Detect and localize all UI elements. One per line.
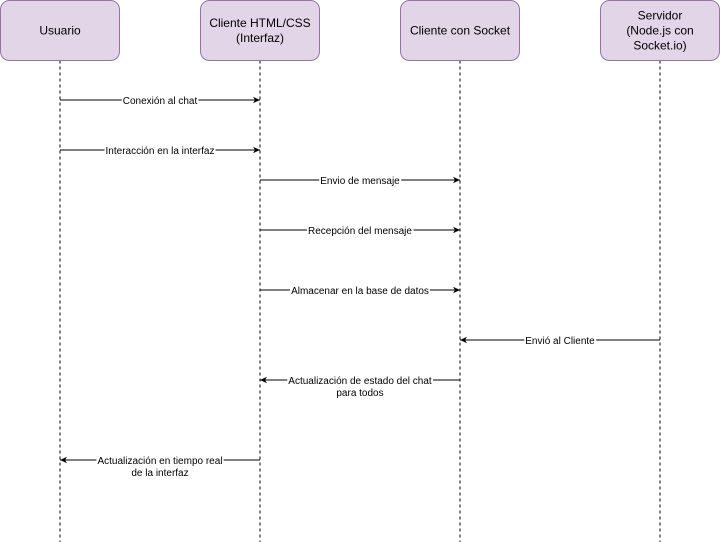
message-label-line: de la interfaz	[131, 468, 188, 479]
actor-cliente-html[interactable]: Cliente HTML/CSS(Interfaz)	[200, 0, 320, 61]
message-label: Almacenar en la base de datos	[290, 286, 430, 297]
message[interactable]: Recepción del mensaje	[260, 226, 460, 237]
message-label-bg	[319, 176, 402, 187]
actor-label: Usuario	[39, 24, 81, 38]
message-label-bg	[96, 456, 224, 479]
message-label-bg	[524, 336, 597, 347]
message-label-line: para todos	[336, 388, 383, 399]
actor-label: Cliente con Socket	[410, 24, 511, 38]
actor-cliente-socket[interactable]: Cliente con Socket	[400, 0, 520, 61]
actor-label: Socket.io)	[633, 39, 686, 53]
message-label-bg	[121, 96, 199, 107]
message[interactable]: Envió al Cliente	[460, 336, 660, 347]
message-label-line: Conexión al chat	[123, 96, 198, 107]
message-label: Envió al Cliente	[524, 336, 597, 347]
message-label-line: Actualización en tiempo real	[97, 456, 222, 467]
message-label-line: Actualización de estado del chat	[288, 376, 432, 387]
message-label: Recepción del mensaje	[307, 226, 414, 237]
message-label-bg	[307, 226, 414, 237]
message-label-bg	[104, 146, 216, 157]
message[interactable]: Almacenar en la base de datos	[260, 286, 460, 297]
message-label-line: Envio de mensaje	[320, 176, 400, 187]
actor-label: Servidor	[638, 9, 683, 23]
message-label-bg	[287, 376, 433, 399]
message[interactable]: Interacción en la interfaz	[60, 146, 260, 157]
message-label: Conexión al chat	[121, 96, 199, 107]
message[interactable]: Envio de mensaje	[260, 176, 460, 187]
actor-label: Cliente HTML/CSS	[209, 16, 310, 30]
message-label-line: Almacenar en la base de datos	[291, 286, 429, 297]
message-label: Envio de mensaje	[319, 176, 402, 187]
message-label-line: Recepción del mensaje	[308, 226, 412, 237]
actor-label: (Interfaz)	[236, 31, 284, 45]
message-label-line: Envió al Cliente	[525, 336, 595, 347]
message[interactable]: Conexión al chat	[60, 96, 260, 107]
message-label: Interacción en la interfaz	[104, 146, 216, 157]
actor-label: (Node.js con	[626, 24, 693, 38]
message-label-line: Interacción en la interfaz	[106, 146, 215, 157]
actor-box	[0, 0, 120, 61]
actor-box	[200, 0, 320, 61]
message-label-bg	[290, 286, 430, 297]
actor-usuario[interactable]: Usuario	[0, 0, 120, 61]
actor-box	[600, 0, 720, 61]
actor-box	[400, 0, 520, 61]
